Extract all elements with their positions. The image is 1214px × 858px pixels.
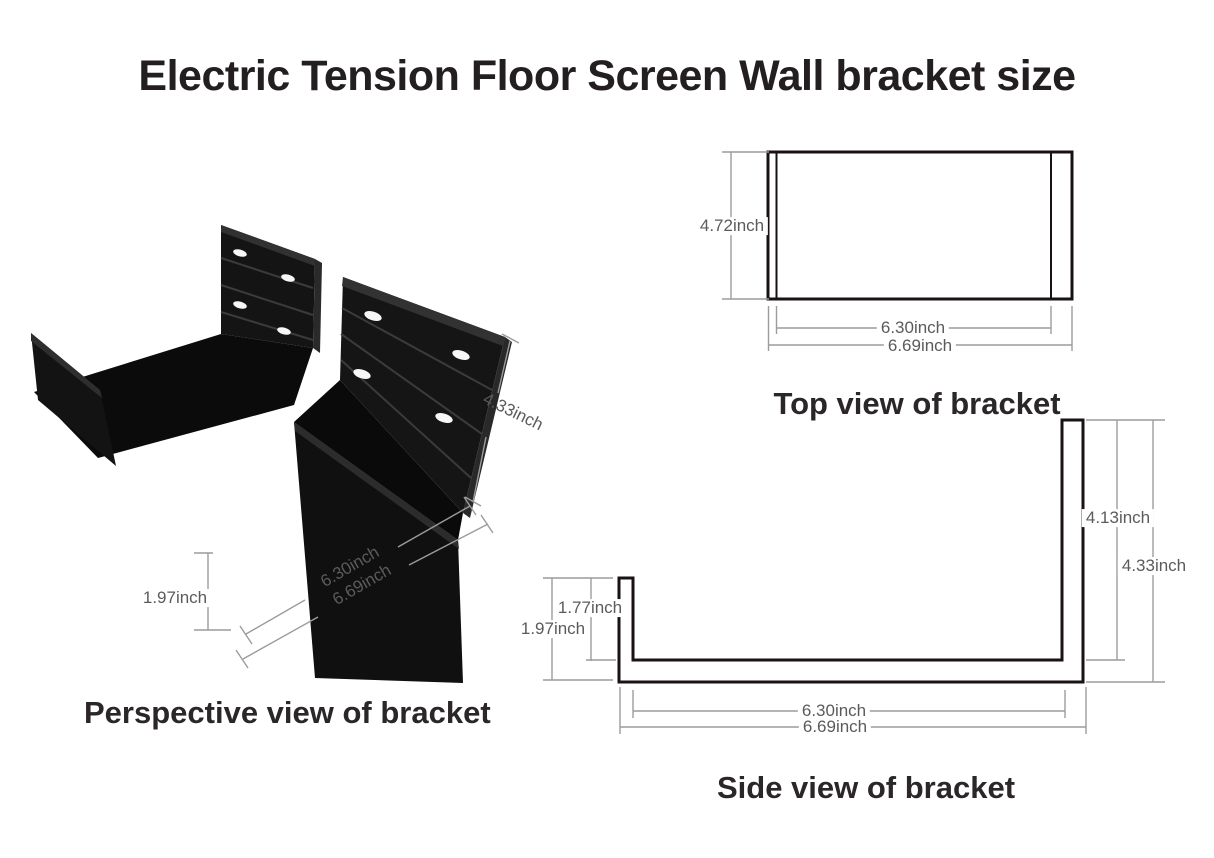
- dim-side-front-height: 1.97inch: [516, 620, 590, 638]
- dim-side-outer-width: 6.69inch: [798, 718, 872, 736]
- dim-side-back-height: 4.33inch: [1117, 557, 1191, 575]
- side-view-caption: Side view of bracket: [716, 770, 1016, 805]
- perspective-dimension-lines: [194, 333, 520, 669]
- side-view-outline: [617, 418, 1085, 684]
- top-view-drawing: [722, 150, 1074, 351]
- dim-top-inner-width: 6.30inch: [876, 319, 950, 337]
- dim-top-outer-width: 6.69inch: [883, 337, 957, 355]
- top-view-caption: Top view of bracket: [773, 386, 1061, 421]
- perspective-view-caption: Perspective view of bracket: [84, 695, 491, 730]
- dim-top-depth: 4.72inch: [695, 217, 769, 235]
- dim-side-front-inner-height: 1.77inch: [553, 599, 627, 617]
- top-view-outline: [766, 150, 1074, 301]
- page-title: Electric Tension Floor Screen Wall brack…: [138, 52, 1076, 100]
- side-view-drawing: [543, 418, 1165, 734]
- bracket-photo: [31, 225, 520, 683]
- bracket-front: [294, 277, 512, 683]
- mounting-holes-front: [353, 310, 470, 424]
- bracket-rear: [31, 225, 322, 466]
- dim-side-inner-width: 6.30inch: [797, 702, 871, 720]
- dim-perspective-front-height: 1.97inch: [138, 589, 212, 607]
- mounting-holes-rear: [233, 249, 295, 335]
- dim-side-back-inner-height: 4.13inch: [1081, 509, 1155, 527]
